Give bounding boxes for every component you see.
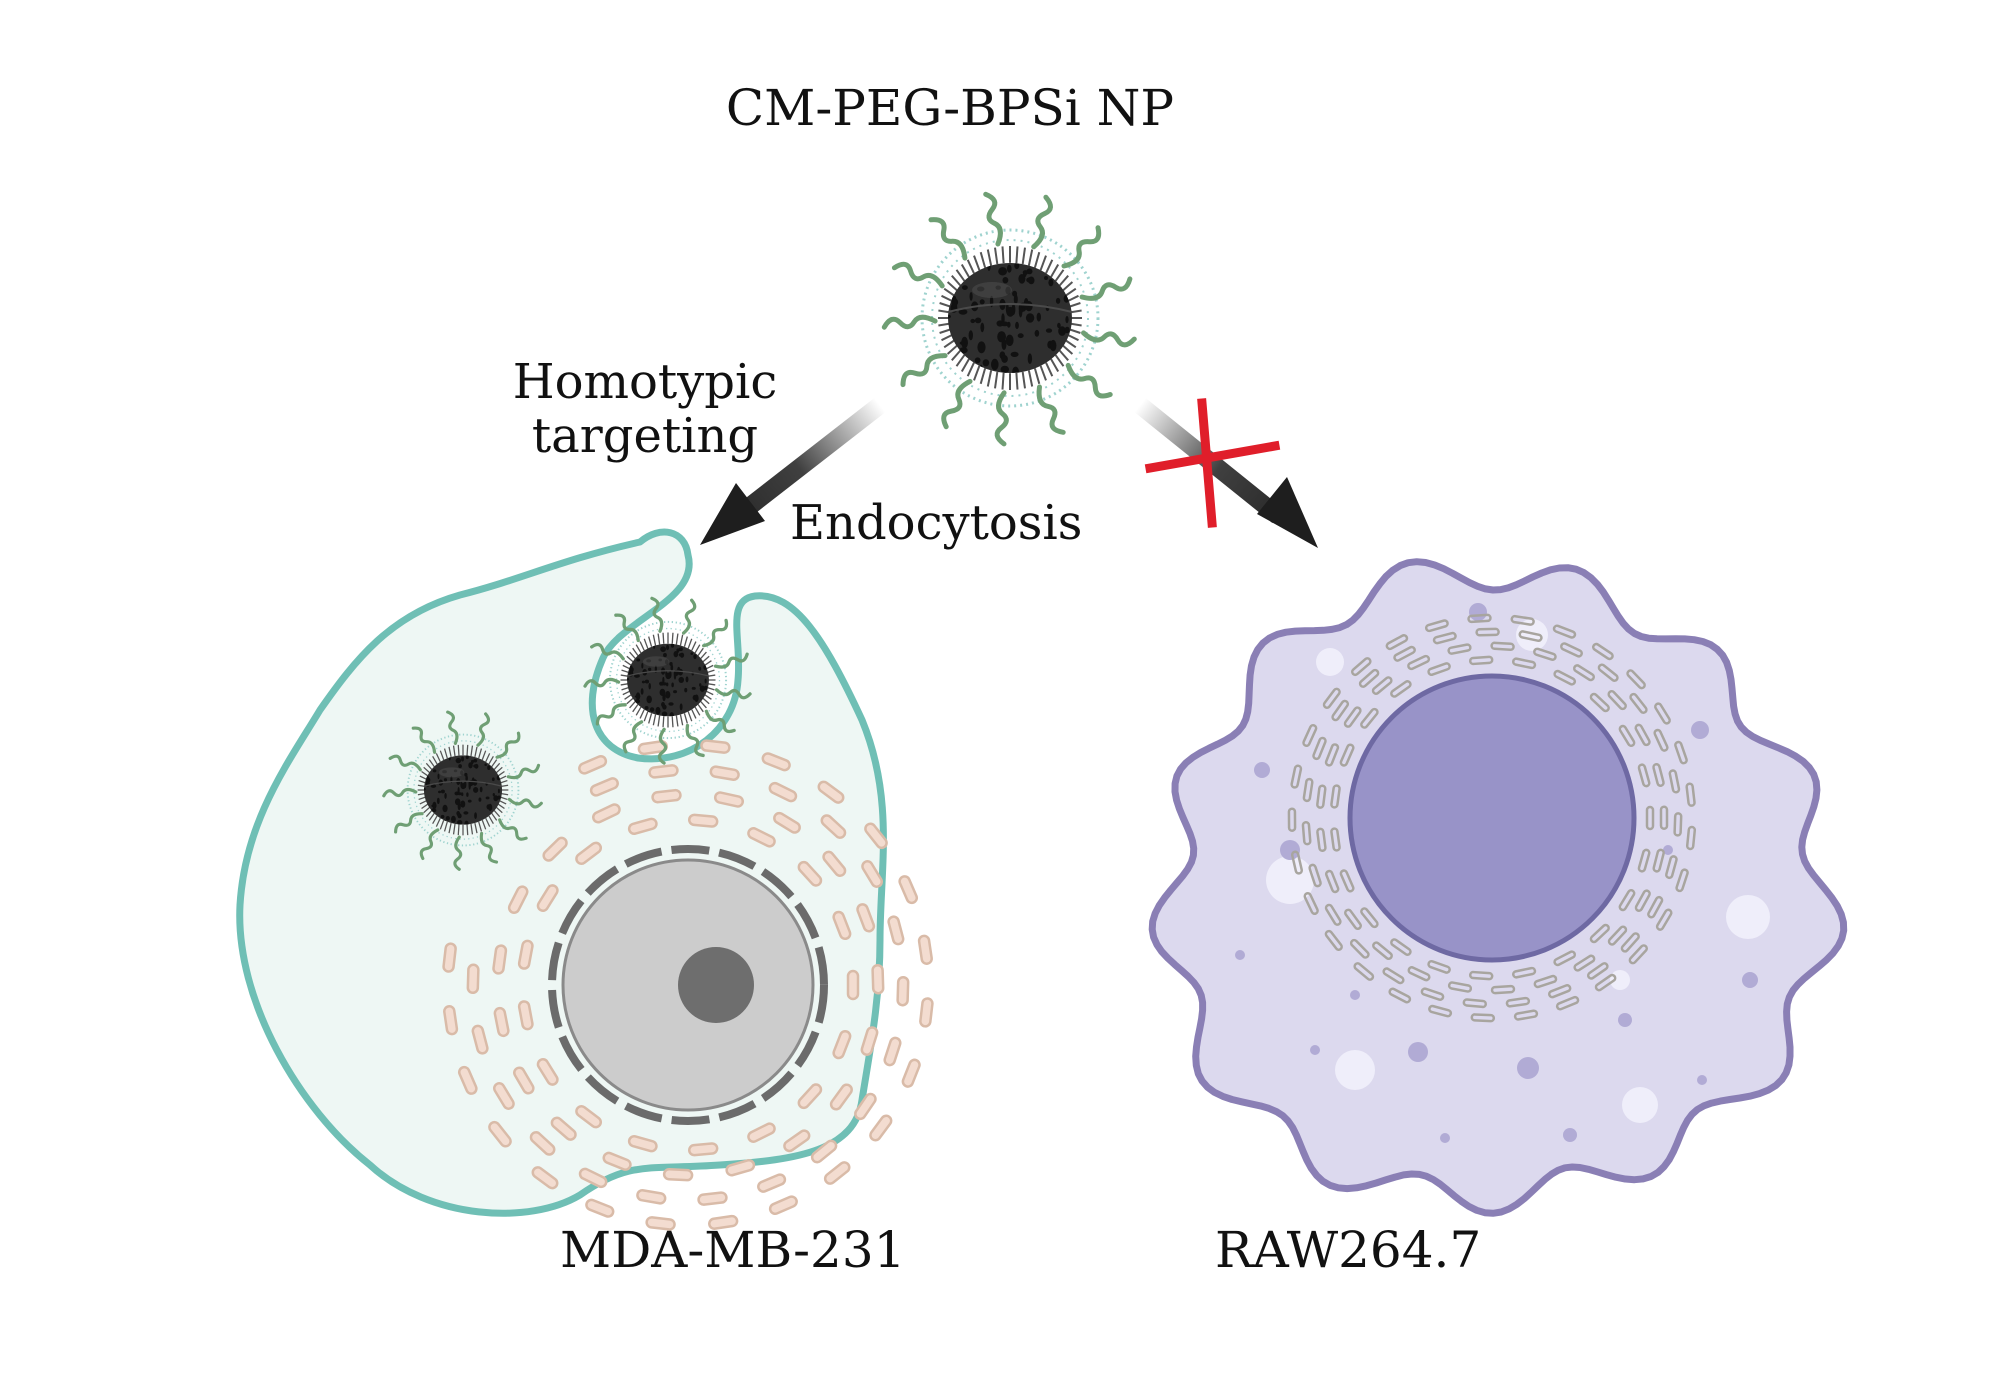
raw264-7-nucleus (1347, 673, 1637, 963)
endoplasmic-reticulum (442, 739, 934, 1231)
mda-mb-231-membrane (236, 528, 887, 1217)
red-cross-icon (1144, 398, 1281, 528)
diagram-title: CM-PEG-BPSi NP (725, 79, 1175, 137)
homotypic-label-line1: Homotypic (512, 354, 778, 410)
arrow-to-raw264-7 (1134, 397, 1318, 548)
nucleolus (678, 947, 754, 1023)
homotypic-label-line2: targeting (531, 407, 759, 464)
mda-mb-231-cell (236, 528, 934, 1231)
raw264-7-label: RAW264.7 (1215, 1221, 1482, 1279)
homotypic-targeting-label: Homotypic targeting (470, 354, 820, 464)
mda-mb-231-label: MDA-MB-231 (560, 1221, 906, 1279)
nanoparticle-icon (884, 194, 1134, 444)
raw264-7-endoplasmic-reticulum (1287, 613, 1697, 1023)
arrow-to-mda-mb-231 (700, 397, 886, 545)
endocytosis-label: Endocytosis (790, 495, 1083, 551)
raw264-7-cell (1148, 558, 1848, 1217)
nucleus-envelope (548, 845, 828, 1125)
